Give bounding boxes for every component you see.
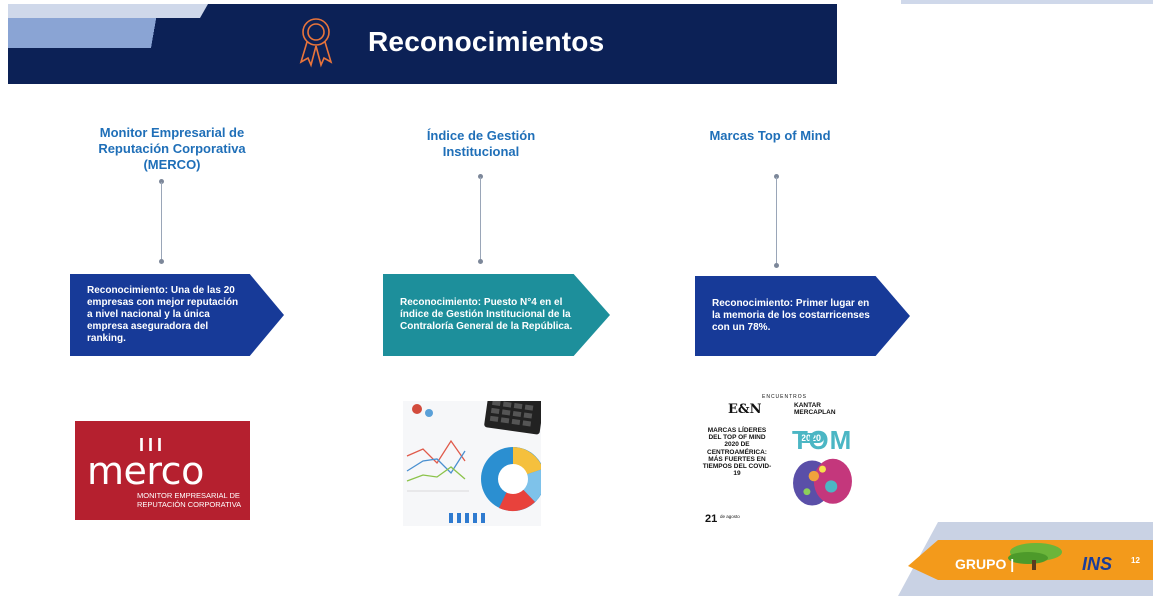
connector-line [161,182,162,259]
recognition-box-indice: Reconocimiento: Puesto N°4 en el índice … [383,274,610,356]
merco-logo-word: merco [87,449,204,493]
tom-month: de agosto [720,514,740,519]
connector-line [480,177,481,259]
merco-logo: III merco MONITOR EMPRESARIAL DE REPUTAC… [75,421,250,520]
tom-encuentros: ENCUENTROS [762,394,808,400]
tom-logo: TOM [792,425,853,455]
merco-logo-mark: III [139,435,167,455]
tom-kantar: KANTAR MERCAPLAN [794,402,836,416]
connector-line [776,177,777,263]
page-title: Reconocimientos [368,26,605,57]
recognition-text-merco: Reconocimiento: Una de las 20 empresas c… [87,285,239,344]
tom-headline: MARCAS LÍDERES DEL TOP OF MIND 2020 DE C… [702,427,772,478]
connector-dot-top [774,174,779,179]
tom-year: 2020 [798,433,825,443]
footer-ins-logo: INS [1082,554,1113,574]
tom-heads-illustration [793,458,852,506]
tom-brand: E&N [728,402,762,417]
connector-dot-top [159,179,164,184]
column-title-indice: Índice de Gestión Institucional [426,128,536,159]
tom-day: 21 [705,513,718,525]
banner-stripe-light [8,4,208,18]
connector-dot-bottom [774,263,779,268]
page-number: 12 [1131,556,1140,565]
recognition-box-tom: Reconocimiento: Primer lugar en la memor… [695,276,910,356]
award-ribbon-icon [299,18,333,68]
recognition-box-merco: Reconocimiento: Una de las 20 empresas c… [70,274,284,356]
footer-grupo-label: GRUPO | [955,556,1015,572]
connector-dot-bottom [159,259,164,264]
footer-banner [898,522,1153,596]
merco-logo-subtitle: MONITOR EMPRESARIAL DE REPUTACIÓN CORPOR… [137,491,242,509]
connector-dot-bottom [478,259,483,264]
banner-stripe [8,18,188,48]
column-title-tom: Marcas Top of Mind [709,128,831,143]
column-title-merco: Monitor Empresarial de Reputación Corpor… [98,125,246,172]
recognition-text-indice: Reconocimiento: Puesto N°4 en el índice … [400,297,573,332]
calculator-chart-image [403,401,541,526]
recognition-text-tom: Reconocimiento: Primer lugar en la memor… [712,298,870,333]
connector-dot-top [478,174,483,179]
corner-stripe [901,0,1153,4]
tom-poster: ENCUENTROS E&N KANTAR MERCAPLAN MARCAS L… [700,393,875,531]
